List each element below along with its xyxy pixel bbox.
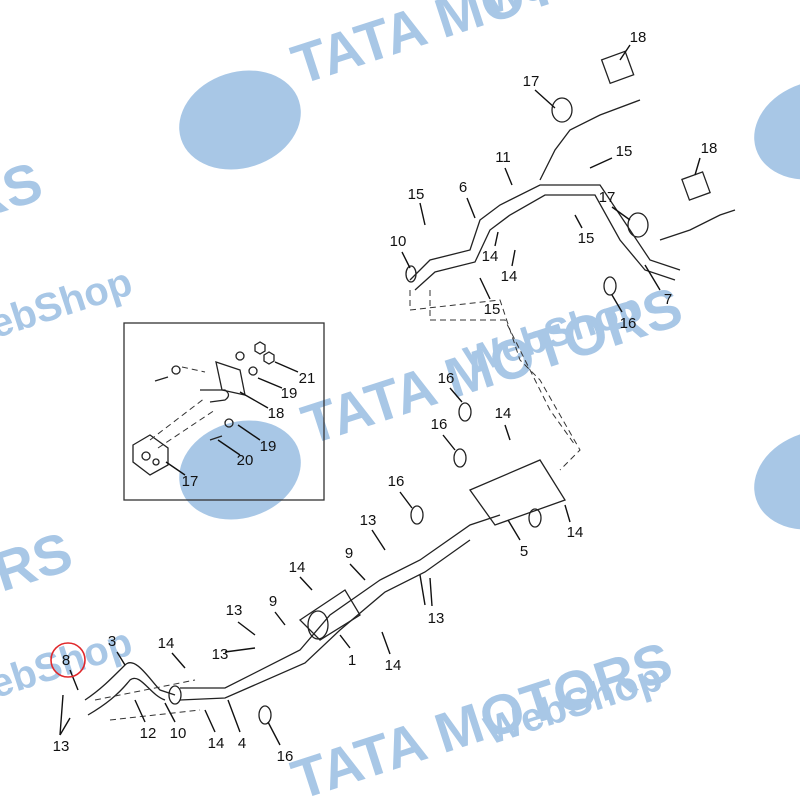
callout: 14 — [482, 248, 499, 265]
callout: 17 — [182, 473, 199, 490]
callout: 16 — [438, 370, 455, 387]
callout: 5 — [520, 543, 528, 560]
callout: 19 — [260, 438, 277, 455]
callout: 13 — [53, 738, 70, 755]
callout: 6 — [459, 179, 467, 196]
callout: 15 — [578, 230, 595, 247]
callout: 17 — [599, 189, 616, 206]
callout: 9 — [269, 593, 277, 610]
callout: 17 — [523, 73, 540, 90]
inset-detail — [123, 322, 325, 501]
callout: 13 — [360, 512, 377, 529]
callout: 13 — [226, 602, 243, 619]
callout: 15 — [408, 186, 425, 203]
callout: 1 — [348, 652, 356, 669]
leader-lines — [59, 44, 701, 746]
callout: 14 — [385, 657, 402, 674]
callout: 15 — [616, 143, 633, 160]
callout-labels: 18 17 15 11 18 17 15 6 10 14 15 14 15 7 … — [53, 29, 718, 765]
callout: 16 — [388, 473, 405, 490]
highlight-circle — [50, 642, 86, 678]
callout: 14 — [501, 268, 518, 285]
callout: 14 — [567, 524, 584, 541]
callout-highlighted: 8 — [62, 652, 70, 669]
callout: 7 — [664, 291, 672, 308]
callout: 10 — [390, 233, 407, 250]
callout: 21 — [299, 370, 316, 387]
callout: 3 — [108, 633, 116, 650]
callout: 18 — [701, 140, 718, 157]
exhaust-parts — [84, 50, 736, 725]
callout: 10 — [170, 725, 187, 742]
callout: 14 — [158, 635, 175, 652]
callout: 16 — [277, 748, 294, 765]
callout: 14 — [289, 559, 306, 576]
callout: 16 — [431, 416, 448, 433]
callout: 16 — [620, 315, 637, 332]
callout: 9 — [345, 545, 353, 562]
callout: 11 — [495, 149, 511, 166]
callout: 12 — [140, 725, 157, 742]
callout: 13 — [212, 646, 229, 663]
callout: 18 — [268, 405, 285, 422]
watermark-shop: WebShop — [0, 260, 137, 359]
callout: 14 — [208, 735, 225, 752]
watermark-shop: WebShop — [0, 620, 137, 719]
callout: 15 — [484, 301, 501, 318]
callout: 14 — [495, 405, 512, 422]
callout: 18 — [630, 29, 647, 46]
callout: 19 — [281, 385, 298, 402]
watermark-brand: TATA MOTORS — [284, 0, 679, 96]
callout: 20 — [237, 452, 254, 469]
tata-logo-icon — [179, 70, 800, 530]
callout: 4 — [238, 735, 246, 752]
callout: 13 — [428, 610, 445, 627]
